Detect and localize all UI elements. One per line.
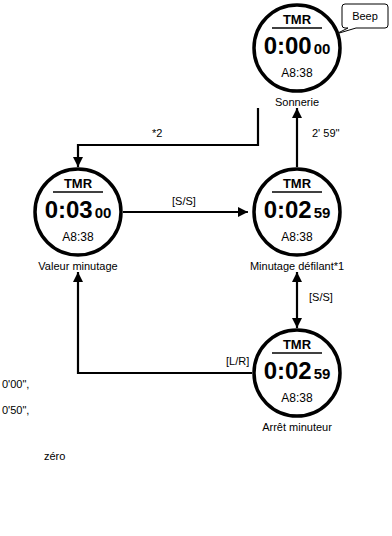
transition-arrow [123, 211, 248, 213]
state-caption: Arrêt minuteur [252, 421, 342, 433]
timer-digits: 0:02 [264, 196, 312, 223]
mode-label: TMR [64, 176, 92, 191]
clock-time: A8:38 [281, 66, 312, 80]
display-row: A8:38 [252, 228, 342, 244]
button-label: 2' 59'' [310, 127, 342, 140]
timer-digits: 0:00 [264, 32, 312, 59]
button-label: [L/R] [224, 355, 251, 368]
display-row: A8:38 [252, 64, 342, 80]
display-row: A8:38 [252, 389, 342, 405]
display-row: TMR [33, 175, 123, 191]
speech-bubble: Beep [342, 4, 388, 28]
display-row: TMR [252, 336, 342, 352]
clock-time: A8:38 [281, 230, 312, 244]
display-divider [53, 191, 103, 193]
display-row: 0:0300 [33, 198, 123, 222]
display-divider [272, 191, 322, 193]
sound-label: Beep [342, 4, 388, 28]
display-row: 0:0259 [252, 359, 342, 383]
timer-digits: 0:03 [45, 196, 93, 223]
watch-dial: TMR0:0300A8:38 [33, 167, 123, 257]
watch-dial: TMR0:0259A8:38 [252, 328, 342, 418]
state-caption: Valeur minutage [33, 260, 123, 272]
display-row: TMR [252, 175, 342, 191]
watch-case [35, 169, 121, 255]
watch-dial: TMR0:0259A8:38 [252, 167, 342, 257]
timer-seconds: 59 [314, 204, 331, 221]
note-fragment: 0'50", [2, 404, 29, 416]
timer-seconds: 00 [95, 204, 112, 221]
display-row: 0:0259 [252, 198, 342, 222]
state-caption: Sonnerie [252, 96, 342, 108]
clock-time: A8:38 [62, 230, 93, 244]
mode-label: TMR [283, 12, 311, 27]
note-fragment: zéro [44, 450, 65, 462]
note-fragment: 0'00", [2, 378, 29, 390]
timer-seconds: 00 [314, 40, 331, 57]
display-row: A8:38 [33, 228, 123, 244]
watch-case [254, 169, 340, 255]
button-label: [S/S] [170, 195, 198, 208]
clock-time: A8:38 [281, 391, 312, 405]
watch-face: TMR0:0259A8:38Minutage défilant*1 [248, 167, 346, 272]
display-row: 0:0000 [252, 34, 342, 58]
mode-label: TMR [283, 176, 311, 191]
display-row: TMR [252, 11, 342, 27]
transition-arrow [296, 108, 298, 167]
button-label: *2 [150, 127, 164, 140]
watch-case [254, 330, 340, 416]
display-divider [272, 27, 322, 29]
transition-arrow [296, 272, 298, 328]
display-divider [272, 352, 322, 354]
button-label: [S/S] [307, 291, 335, 304]
watch-face: TMR0:0259A8:38Arrêt minuteur [252, 328, 342, 433]
mode-label: TMR [283, 337, 311, 352]
transition-arrow [78, 108, 258, 167]
watch-dial: TMR0:0000A8:38 [252, 3, 342, 93]
timer-digits: 0:02 [264, 357, 312, 384]
state-caption: Minutage défilant*1 [248, 260, 346, 272]
timer-seconds: 59 [314, 365, 331, 382]
watch-face: TMR0:0300A8:38Valeur minutage [33, 167, 123, 272]
watch-face: TMR0:0000A8:38Sonnerie [252, 3, 342, 108]
transition-arrow [78, 272, 252, 373]
watch-case [254, 5, 340, 91]
